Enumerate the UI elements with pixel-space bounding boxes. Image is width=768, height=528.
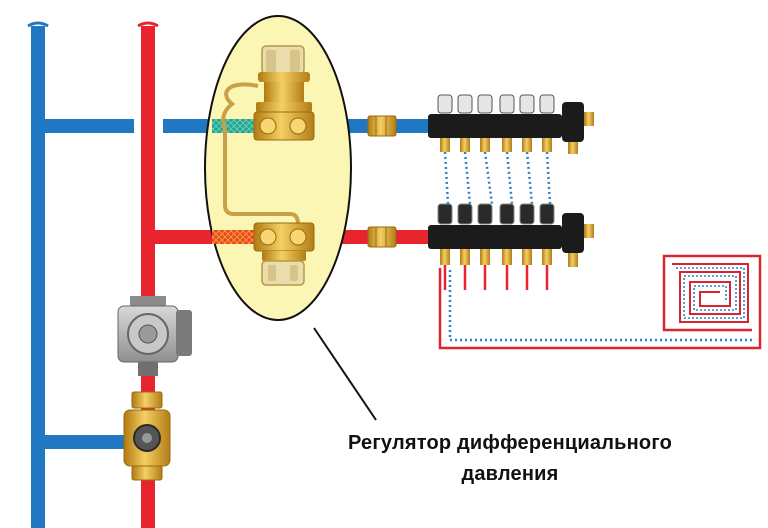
heating-loop-icon bbox=[438, 254, 762, 350]
circulation-pump-icon bbox=[117, 296, 192, 376]
differential-pressure-regulator-icon bbox=[221, 45, 315, 286]
union-fitting-return bbox=[367, 115, 397, 137]
caption-line-1: Регулятор дифференциального bbox=[347, 432, 672, 454]
return-manifold bbox=[428, 94, 594, 154]
caption-line-2: давления bbox=[461, 463, 559, 485]
callout-leader bbox=[313, 327, 377, 421]
supply-manifold bbox=[428, 203, 594, 267]
mixing-bypass-line bbox=[31, 435, 131, 449]
return-riser bbox=[27, 21, 49, 528]
union-fitting-supply bbox=[367, 226, 397, 248]
loop-connections bbox=[443, 151, 552, 205]
three-way-mixing-valve-icon bbox=[123, 391, 171, 481]
regulator-caption: Регулятор дифференциального давления bbox=[300, 428, 720, 490]
supply-outlets bbox=[443, 265, 549, 290]
